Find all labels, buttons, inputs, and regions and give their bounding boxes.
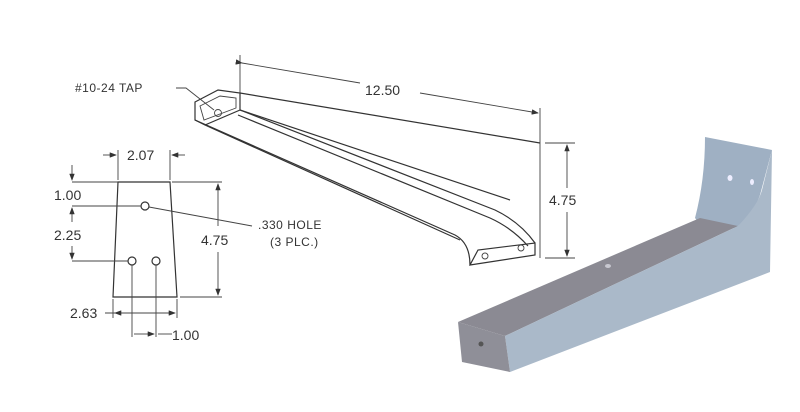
bracket-3d-render [458, 137, 772, 372]
front-view: 2.07 1.00 2.25 4.75 .330 HOLE (3 PLC.) 2… [54, 147, 322, 343]
horizontal-hole-spacing-dimension: 1.00 [172, 327, 199, 343]
tap-note: #10-24 TAP [75, 81, 143, 95]
top-to-hole-dimension: 1.00 [54, 187, 81, 203]
height-dimension-iso: 4.75 [549, 192, 576, 208]
bottom-width-dimension: 2.63 [70, 305, 97, 321]
isometric-line-view: 12.50 4.75 #10-24 TAP [75, 55, 576, 266]
vertical-hole-spacing-dimension: 2.25 [54, 227, 81, 243]
length-dimension: 12.50 [365, 82, 400, 98]
hole-note-line1: .330 HOLE [258, 218, 322, 232]
top-width-dimension: 2.07 [127, 147, 154, 163]
hole-note-line2: (3 PLC.) [270, 235, 319, 249]
height-dimension-front: 4.75 [201, 232, 228, 248]
